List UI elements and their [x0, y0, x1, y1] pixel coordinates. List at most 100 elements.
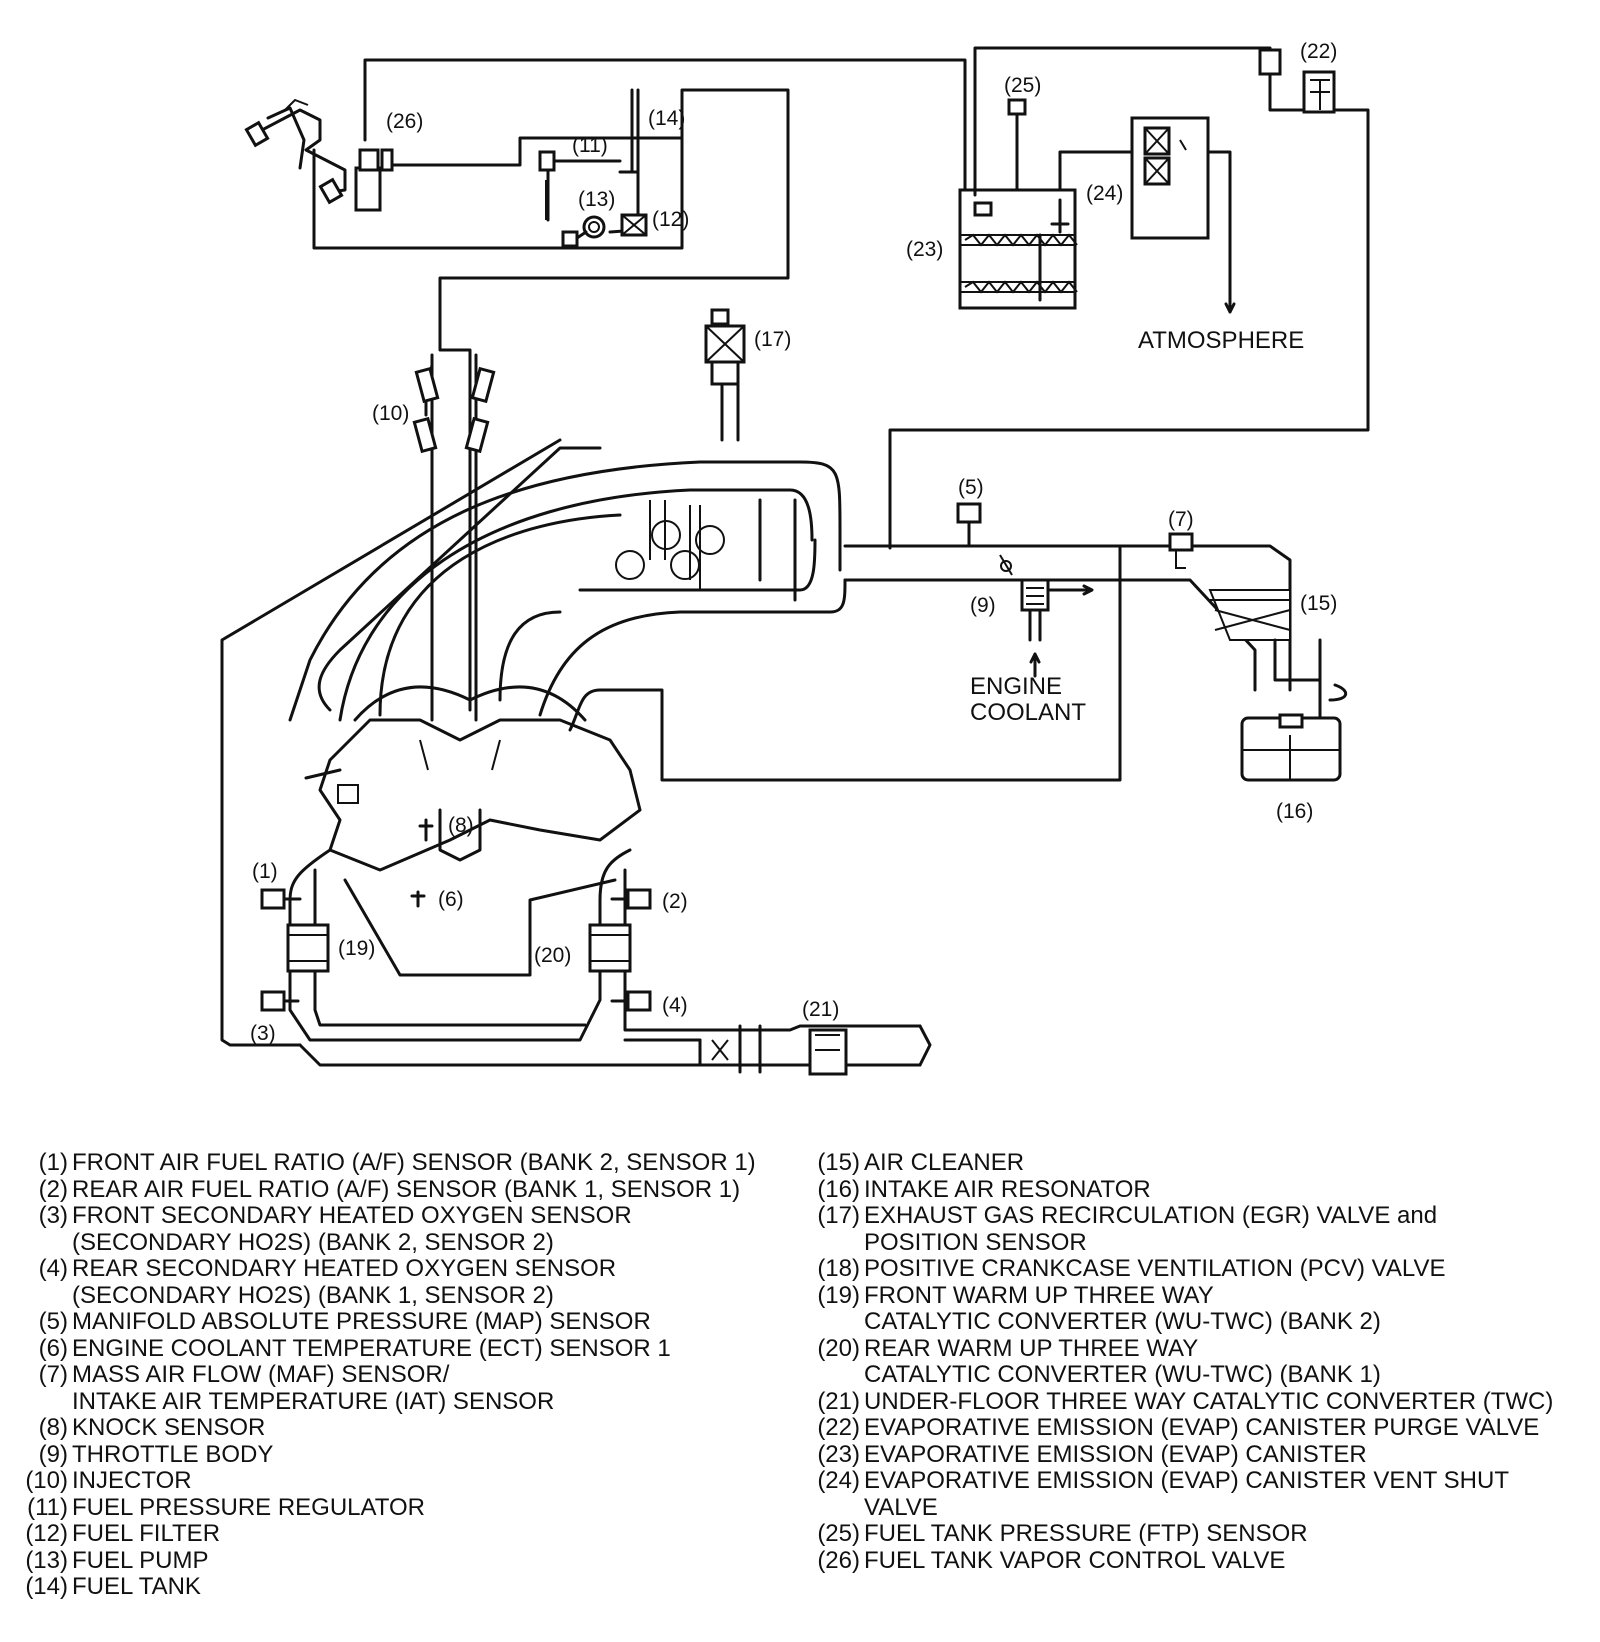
legend-item-text: POSITIVE CRANKCASE VENTILATION (PCV) VAL… [864, 1255, 1446, 1282]
callout-14: (14) [648, 107, 685, 130]
legend-item-number: (20) [817, 1334, 860, 1362]
legend-item: (5)MANIFOLD ABSOLUTE PRESSURE (MAP) SENS… [20, 1308, 756, 1336]
callout-16: (16) [1276, 800, 1313, 823]
legend-item-text: ENGINE COOLANT TEMPERATURE (ECT) SENSOR … [72, 1334, 671, 1362]
legend-item-number: (2) [38, 1175, 68, 1203]
legend-item-number: (7) [38, 1361, 68, 1388]
callout-12: (12) [652, 208, 689, 231]
legend-item: (25)FUEL TANK PRESSURE (FTP) SENSOR [812, 1520, 1553, 1548]
evap-vent-shut-valve-24 [1058, 116, 1236, 314]
legend-item: (17)EXHAUST GAS RECIRCULATION (EGR) VALV… [812, 1202, 1553, 1256]
legend-item-text: FRONT SECONDARY HEATED OXYGEN SENSOR (SE… [72, 1202, 632, 1256]
legend-item: (13)FUEL PUMP [20, 1547, 756, 1575]
legend-item: (10)INJECTOR [20, 1467, 756, 1495]
legend-item-number: (15) [817, 1149, 860, 1176]
engine-emission-system-diagram: (1) (2) (3) (4) (5) (6) (7) (8) (9) (10)… [220, 40, 1370, 1076]
legend-item-text: INTAKE AIR RESONATOR [864, 1175, 1151, 1203]
callout-17: (17) [754, 328, 791, 351]
atmosphere-label: ATMOSPHERE [1138, 327, 1304, 354]
legend-item: (15)AIR CLEANER [812, 1149, 1553, 1177]
legend-item-text: REAR WARM UP THREE WAY CATALYTIC CONVERT… [864, 1334, 1381, 1388]
legend-item-number: (10) [25, 1467, 68, 1494]
legend-item-text: MASS AIR FLOW (MAF) SENSOR/ INTAKE AIR T… [72, 1361, 555, 1415]
warm-up-twc-19 [286, 923, 330, 973]
callout-11: (11) [572, 134, 608, 157]
legend-item-number: (22) [817, 1414, 860, 1441]
callout-19: (19) [338, 937, 375, 960]
oxygen-sensors [260, 888, 652, 1012]
legend-item: (6)ENGINE COOLANT TEMPERATURE (ECT) SENS… [20, 1334, 756, 1363]
legend-item-number: (17) [817, 1202, 860, 1229]
ftp-sensor-25 [1007, 98, 1027, 192]
callout-5: (5) [958, 476, 984, 499]
evap-canister-23 [958, 188, 1078, 310]
legend-item: (2)REAR AIR FUEL RATIO (A/F) SENSOR (BAN… [20, 1175, 756, 1204]
legend-item: (3)FRONT SECONDARY HEATED OXYGEN SENSOR … [20, 1202, 756, 1256]
fuel-tank-vapor-control-valve-26 [354, 58, 977, 212]
callout-24: (24) [1086, 182, 1123, 205]
callout-8: (8) [448, 814, 474, 837]
legend-item-text: FUEL PRESSURE REGULATOR [72, 1493, 425, 1521]
legend-item: (8)KNOCK SENSOR [20, 1414, 756, 1442]
legend-item-text: FUEL TANK VAPOR CONTROL VALVE [864, 1546, 1286, 1574]
legend-item-number: (4) [38, 1255, 68, 1282]
legend-item: (12)FUEL FILTER [20, 1520, 756, 1548]
legend-item-text: EVAPORATIVE EMISSION (EVAP) CANISTER [864, 1440, 1367, 1468]
legend-item-number: (6) [38, 1334, 68, 1362]
evap-purge-valve-22 [888, 46, 1370, 550]
legend-item-number: (1) [38, 1149, 68, 1176]
legend-item-text: KNOCK SENSOR [72, 1414, 266, 1441]
legend-item: (1)FRONT AIR FUEL RATIO (A/F) SENSOR (BA… [20, 1149, 756, 1177]
legend-item-number: (25) [817, 1520, 860, 1547]
legend-item-text: THROTTLE BODY [72, 1440, 274, 1468]
callout-6: (6) [438, 888, 464, 911]
legend-item-text: INJECTOR [72, 1467, 192, 1494]
legend-item-number: (24) [817, 1467, 860, 1494]
fuel-delivery-lines [430, 88, 790, 722]
legend-item: (14)FUEL TANK [20, 1573, 756, 1601]
callout-25: (25) [1004, 74, 1041, 97]
legend-item-text: FUEL TANK PRESSURE (FTP) SENSOR [864, 1520, 1308, 1547]
legend-item-number: (12) [25, 1520, 68, 1547]
callout-labels: (1) (2) (3) (4) (5) (6) (7) (8) (9) (10)… [250, 40, 1337, 1045]
engine-coolant-label-line1: ENGINE [970, 673, 1062, 700]
legend-item-number: (26) [817, 1546, 860, 1574]
engine-block [304, 685, 642, 977]
legend-item-number: (8) [38, 1414, 68, 1441]
legend-item: (20)REAR WARM UP THREE WAY CATALYTIC CON… [812, 1334, 1553, 1389]
callout-1: (1) [252, 860, 278, 883]
map-sensor-5 [956, 502, 982, 548]
legend-left-column: (1)FRONT AIR FUEL RATIO (A/F) SENSOR (BA… [20, 1149, 756, 1601]
legend-item-text: FRONT WARM UP THREE WAY CATALYTIC CONVER… [864, 1281, 1381, 1335]
legend-item: (23)EVAPORATIVE EMISSION (EVAP) CANISTER [812, 1440, 1553, 1469]
callout-10: (10) [372, 402, 409, 425]
fuel-tank-assembly [312, 88, 684, 250]
legend-item: (19)FRONT WARM UP THREE WAY CATALYTIC CO… [812, 1281, 1553, 1336]
legend-item: (22)EVAPORATIVE EMISSION (EVAP) CANISTER… [812, 1414, 1553, 1442]
underfloor-twc-21 [808, 1028, 848, 1076]
legend-item-text: FRONT AIR FUEL RATIO (A/F) SENSOR (BANK … [72, 1149, 756, 1176]
legend-item: (24)EVAPORATIVE EMISSION (EVAP) CANISTER… [812, 1467, 1553, 1521]
legend-item-text: MANIFOLD ABSOLUTE PRESSURE (MAP) SENSOR [72, 1308, 651, 1335]
legend-item-number: (16) [817, 1175, 860, 1203]
legend-item-number: (11) [27, 1493, 68, 1521]
legend-item-text: REAR SECONDARY HEATED OXYGEN SENSOR (SEC… [72, 1255, 617, 1309]
legend-item: (16)INTAKE AIR RESONATOR [812, 1175, 1553, 1204]
exhaust-system [288, 848, 932, 1074]
legend-item-text: FUEL TANK [72, 1573, 201, 1600]
legend-item: (11)FUEL PRESSURE REGULATOR [20, 1493, 756, 1522]
callout-22: (22) [1300, 40, 1337, 63]
legend-item-text: REAR AIR FUEL RATIO (A/F) SENSOR (BANK 1… [72, 1175, 741, 1203]
callout-15: (15) [1300, 592, 1337, 615]
callout-4: (4) [662, 994, 688, 1017]
legend-item-text: UNDER-FLOOR THREE WAY CATALYTIC CONVERTE… [864, 1387, 1554, 1415]
callout-20: (20) [534, 944, 571, 967]
legend-item: (21)UNDER-FLOOR THREE WAY CATALYTIC CONV… [812, 1387, 1554, 1416]
legend-item-number: (5) [38, 1308, 68, 1335]
legend-item-number: (18) [817, 1255, 860, 1282]
legend-item-text: FUEL FILTER [72, 1520, 221, 1547]
callout-7: (7) [1168, 508, 1194, 531]
callout-2: (2) [662, 890, 688, 913]
engine-coolant-label-line2: COOLANT [970, 699, 1086, 726]
legend-right-column: (15)AIR CLEANER(16)INTAKE AIR RESONATOR(… [812, 1149, 1554, 1574]
